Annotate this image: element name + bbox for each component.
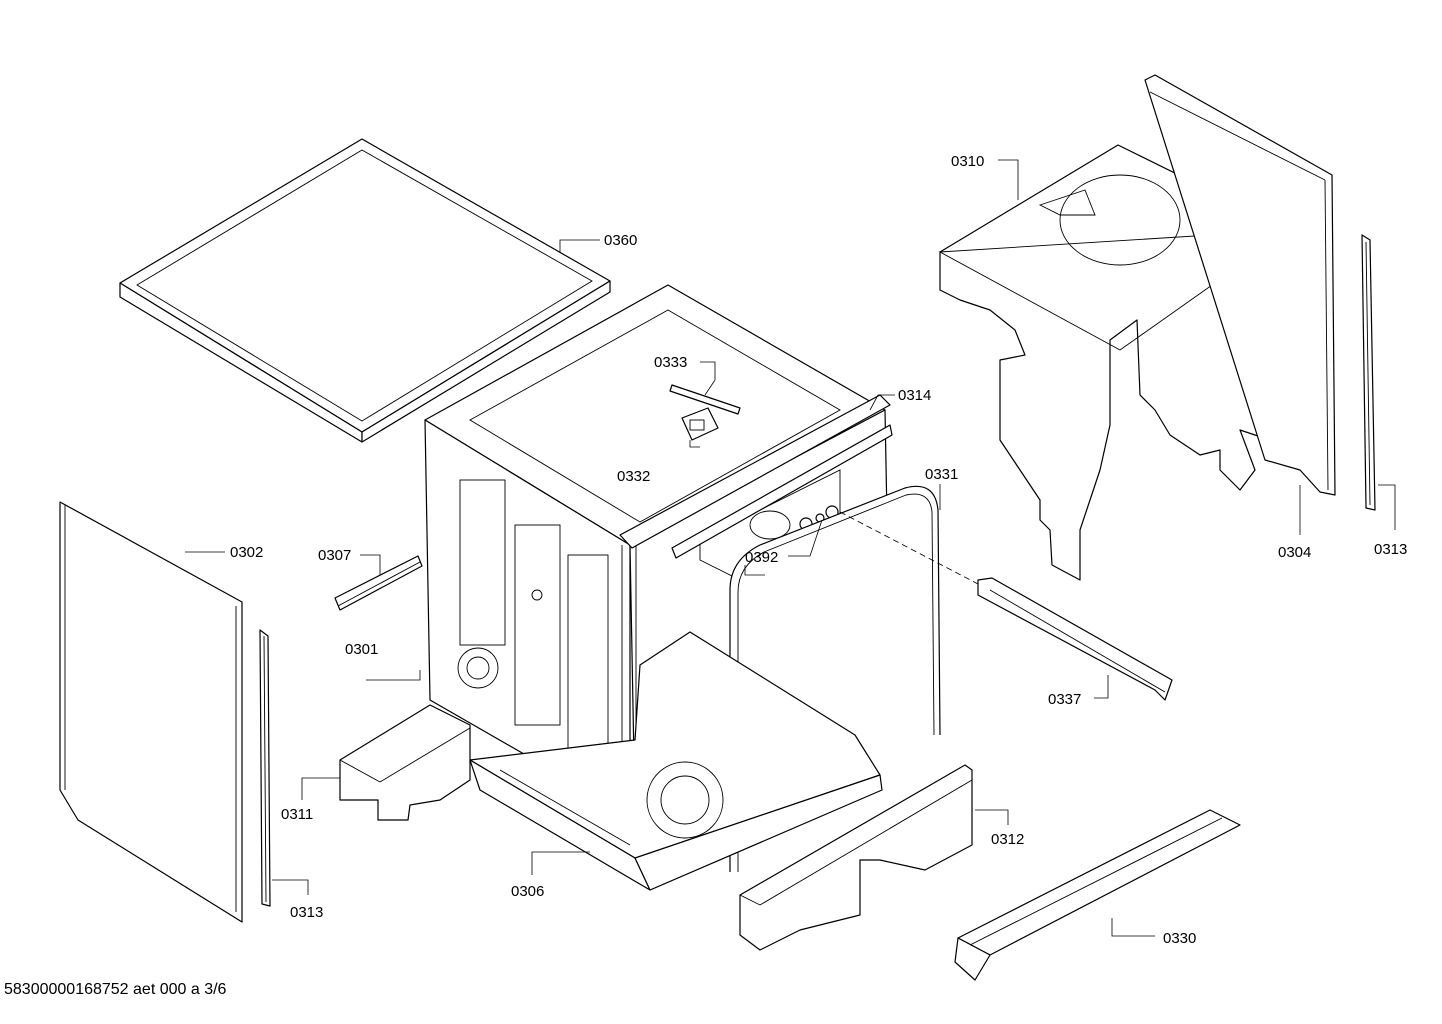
part-0360-worktop[interactable] [119,138,611,443]
label-0310: 0310 [951,153,984,170]
part-0333-latch[interactable] [669,384,741,415]
label-0330: 0330 [1163,930,1196,947]
part-0313-seal-strip-right[interactable] [1361,234,1376,511]
label-0304: 0304 [1278,544,1311,561]
part-0313-seal-strip-left[interactable] [259,629,271,907]
label-0392: 0392 [745,549,778,566]
leader-lines [185,159,1396,937]
label-0301: 0301 [345,641,378,658]
part-0306-base[interactable] [469,631,883,891]
label-0331: 0331 [925,466,958,483]
label-0313-left: 0313 [290,904,323,921]
label-0314: 0314 [898,387,931,404]
label-0360: 0360 [604,232,637,249]
label-0313-right: 0313 [1374,541,1407,558]
label-0333: 0333 [654,354,687,371]
part-0312-insulation-right[interactable] [739,764,973,951]
label-0332: 0332 [617,468,650,485]
part-0332-switch[interactable] [681,407,719,441]
label-0311: 0311 [281,806,313,823]
label-0306: 0306 [511,883,544,900]
label-0302: 0302 [230,544,263,561]
part-0304-back-panel[interactable] [1144,74,1336,496]
document-id: 58300000168752 aet 000 a 3/6 [4,981,227,998]
part-0311-insulation-left[interactable] [339,704,471,821]
part-0330-plinth-rail[interactable] [954,809,1241,981]
part-0337-rail[interactable] [977,577,1173,701]
part-0307-bracket[interactable] [334,555,423,611]
assembly-line [839,511,981,586]
label-0307: 0307 [318,547,351,564]
label-0337: 0337 [1048,691,1081,708]
part-0302-side-panel[interactable] [59,501,243,923]
label-0312: 0312 [991,831,1024,848]
